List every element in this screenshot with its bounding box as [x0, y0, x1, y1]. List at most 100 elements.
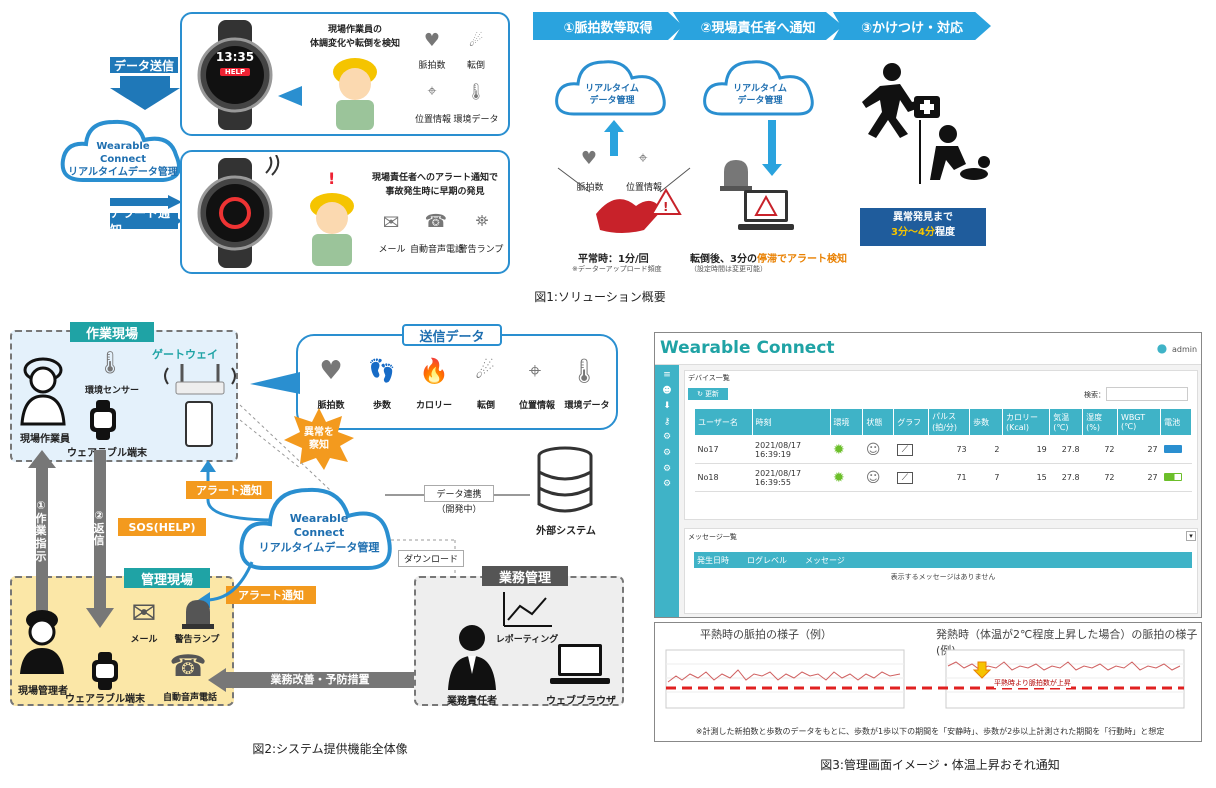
col-time[interactable]: 時刻	[751, 408, 831, 436]
table-row[interactable]: No18 2021/08/17 16:39:55 ✹ ☺ ⟋ 71 7 15 2…	[694, 463, 1192, 492]
d-cal: カロリー	[415, 401, 452, 411]
search-input[interactable]	[1106, 387, 1188, 401]
thermometer-icon: 🌡	[96, 350, 124, 376]
cell-hum: 72	[1082, 463, 1118, 492]
collapse-icon[interactable]: ▾	[1186, 531, 1196, 541]
d-fall: 転倒	[476, 401, 495, 411]
col-wbgt[interactable]: WBGT (℃)	[1117, 408, 1162, 436]
download-label: ダウンロード	[398, 550, 464, 567]
cell-pulse: 73	[928, 435, 970, 464]
bubble-tail-icon	[250, 372, 300, 394]
env-sun-icon: ✹	[830, 435, 863, 464]
alert-arrow-icon	[200, 460, 277, 522]
cell-user: No17	[694, 435, 752, 464]
cell-steps: 2	[969, 435, 1003, 464]
instruct-label: ①作業指示	[35, 499, 47, 563]
nav-gear-icon[interactable]: ⚙	[662, 479, 672, 490]
col-graph[interactable]: グラフ	[893, 408, 930, 436]
cell-time: 2021/08/17 16:39:55	[752, 463, 831, 492]
d-loc: 位置情報	[518, 401, 555, 411]
flame-icon: 🔥	[419, 357, 449, 385]
d-pulse: 脈拍数	[317, 401, 345, 411]
discover-box: 異常発見まで 3分〜4分程度	[860, 208, 986, 246]
watch-time: 13:35	[215, 50, 255, 64]
nav-gear-icon[interactable]: ⚙	[662, 432, 672, 443]
graph-icon[interactable]: ⟋	[893, 435, 929, 464]
msg-empty: 表示するメッセージはありません	[890, 573, 996, 581]
reporting-label: レポーティング	[495, 635, 559, 645]
data-link1: データ連携	[424, 485, 494, 502]
fall-alert-hl: 停滞でアラート検知	[756, 254, 847, 265]
cell-cal: 19	[1002, 435, 1050, 464]
mgmt-tag: 管理現場	[124, 568, 210, 588]
refresh-button[interactable]: ↻更新	[688, 388, 728, 400]
nav-list-icon[interactable]: ≡	[663, 370, 671, 380]
msg-col-msg[interactable]: メッセージ	[805, 555, 845, 565]
fall-icon: ☄	[468, 30, 484, 50]
first-aid-icon	[919, 120, 990, 184]
nav-key-icon[interactable]: ⚷	[663, 416, 671, 427]
s-pulse: 脈拍数	[576, 183, 604, 193]
col-temp[interactable]: 気温 (℃)	[1049, 408, 1084, 436]
state-smile-icon: ☺	[862, 463, 894, 492]
fig1-caption: 図1:ソリューション概要	[534, 290, 666, 304]
running-medic-icon	[862, 63, 940, 138]
right-arrow-icon	[110, 195, 182, 209]
anomaly1: 異常を	[304, 427, 334, 438]
svg-text:!: !	[663, 200, 668, 214]
arrow-tip-icon	[170, 213, 182, 229]
col-battery[interactable]: 電池	[1160, 408, 1192, 436]
down-arrow-icon	[86, 450, 114, 628]
col-hum[interactable]: 湿度 (%)	[1082, 408, 1119, 436]
smartwatch-icon	[197, 158, 273, 268]
watch-help: HELP	[220, 68, 250, 76]
biz-mgr-label: 業務責任者	[447, 696, 497, 707]
warning-lamp-icon	[182, 600, 214, 629]
nav-download-icon[interactable]: ⬇	[663, 401, 671, 412]
cloud-icon	[239, 487, 392, 570]
data-link2: （開発中）	[436, 505, 482, 515]
cloud-sub: リアルタイムデータ管理	[68, 167, 178, 178]
table-row[interactable]: No17 2021/08/17 16:39:19 ✹ ☺ ⟋ 73 2 19 2…	[694, 435, 1192, 464]
cell-steps: 7	[969, 463, 1003, 492]
nav-users-icon[interactable]: ☻	[662, 385, 672, 396]
wearable-label: ウェアラブル端末	[67, 448, 147, 459]
cell-time: 2021/08/17 16:39:19	[752, 435, 831, 464]
graph-icon[interactable]: ⟋	[893, 463, 929, 492]
cloud2: Connect	[293, 526, 345, 540]
sensor-env: 環境データ	[453, 115, 499, 125]
col-cal[interactable]: カロリー (Kcal)	[1002, 408, 1051, 436]
col-steps[interactable]: 歩数	[969, 408, 1004, 436]
col-state[interactable]: 状態	[862, 408, 895, 436]
rt-cloud1-b: リアルタイム	[733, 84, 787, 94]
heart-pulse-icon: ♥	[319, 356, 343, 386]
battery-icon	[1160, 463, 1192, 492]
msg-col-date[interactable]: 発生日時	[697, 555, 729, 565]
col-user[interactable]: ユーザー名	[694, 408, 753, 436]
device-table-wrap: ユーザー名 時刻 環境 状態 グラフ パルス (拍/分) 歩数 カロリー (Kc…	[694, 408, 1192, 492]
mail-icon: ✉	[382, 210, 400, 234]
fig3-caption: 図3:管理画面イメージ・体温上昇おそれ通知	[820, 758, 1060, 772]
refresh-icon: ↻	[697, 390, 703, 398]
site-tag: 作業現場	[70, 322, 154, 342]
graph-arrow-text: 平熱時より脈拍数が上昇	[994, 678, 1071, 688]
cloud-icon	[703, 60, 814, 116]
smartwatch-icon	[90, 400, 116, 440]
call-label: 自動音声電話	[162, 693, 217, 703]
col-env[interactable]: 環境	[829, 408, 864, 436]
nav-gear-icon[interactable]: ⚙	[662, 447, 672, 458]
col-pulse[interactable]: パルス (拍/分)	[928, 408, 971, 436]
reply-label: ②返信	[93, 509, 105, 548]
nav-gear-icon[interactable]: ⚙	[662, 463, 672, 474]
location-icon: ⌖	[427, 81, 437, 100]
fall-note: （設定時間は変更可能）	[690, 265, 767, 273]
chart-report-icon	[503, 592, 552, 627]
mgr-wearable: ウェアラブル端末	[65, 694, 145, 705]
phone-icon: ☎	[424, 210, 448, 232]
bubble-tail-icon	[278, 86, 302, 106]
svg-text:!: !	[328, 170, 335, 188]
database-icon	[537, 446, 593, 513]
gateway-device-icon	[164, 364, 236, 447]
msg-col-level[interactable]: ログレベル	[747, 555, 787, 565]
discover2: 3分〜4分	[891, 227, 935, 238]
